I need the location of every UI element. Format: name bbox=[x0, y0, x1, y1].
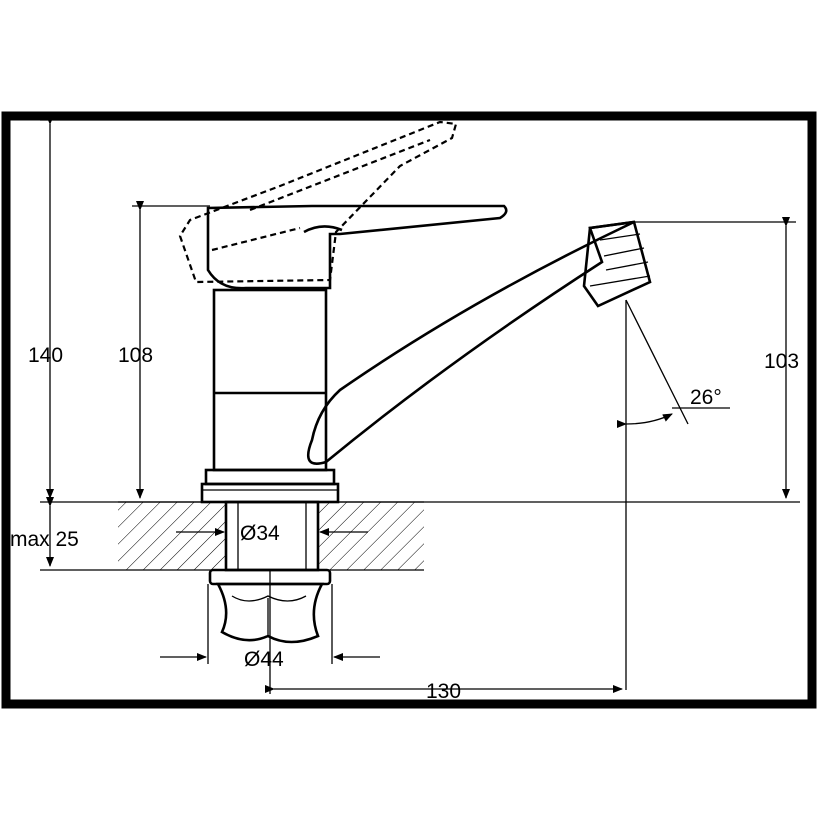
lever-handle-open-position bbox=[178, 120, 458, 284]
dim-spout-height: 103 bbox=[634, 217, 799, 499]
dim-nut-diameter-label: Ø44 bbox=[244, 648, 284, 671]
dim-hole-diameter-label: Ø34 bbox=[240, 522, 280, 545]
dim-body-height-label: 108 bbox=[118, 344, 153, 367]
dim-spout-angle-label: 26° bbox=[690, 386, 722, 409]
faucet-body bbox=[200, 288, 340, 504]
dim-total-height: 140 bbox=[28, 115, 450, 499]
dim-spout-height-label: 103 bbox=[764, 350, 799, 373]
dim-total-height-label: 140 bbox=[28, 344, 63, 367]
dim-counter-thickness-label: max 25 bbox=[10, 528, 79, 551]
dim-counter-thickness: max 25 bbox=[10, 497, 79, 567]
dim-spout-angle: 26° bbox=[616, 299, 730, 690]
drawing-frame bbox=[1, 111, 817, 709]
dim-spout-reach: 130 bbox=[265, 570, 623, 703]
lever-handle bbox=[206, 204, 508, 290]
spout bbox=[307, 220, 652, 465]
dim-nut-diameter: Ø44 bbox=[160, 584, 380, 671]
dim-hole-diameter: Ø34 bbox=[176, 522, 368, 545]
dim-spout-reach-label: 130 bbox=[426, 680, 461, 703]
dim-body-height: 108 bbox=[118, 201, 210, 499]
countertop-section bbox=[118, 501, 424, 571]
